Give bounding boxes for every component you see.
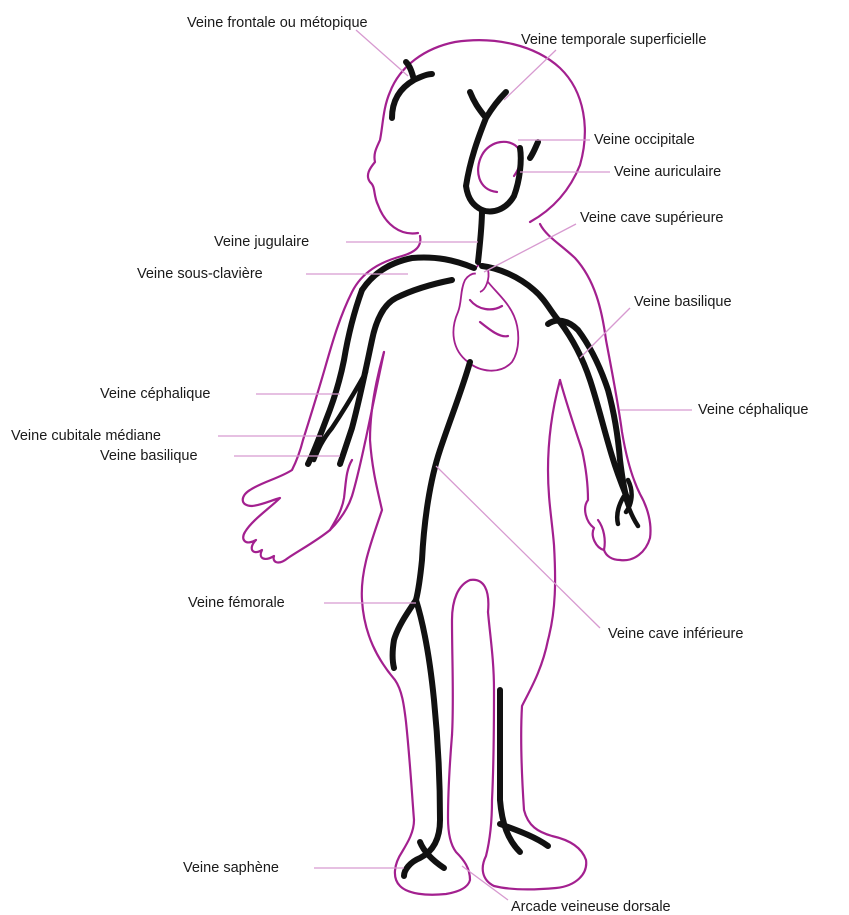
heart-shape (453, 273, 518, 370)
left-torso-leg-outline (362, 352, 470, 895)
label-temporale: Veine temporale superficielle (521, 32, 706, 48)
leader-frontale (356, 30, 408, 76)
label-basilique-left: Veine basilique (100, 448, 198, 464)
labels: Veine frontale ou métopique Veine tempor… (11, 15, 808, 915)
label-femorale: Veine fémorale (188, 595, 285, 611)
frontal-vein (392, 62, 432, 118)
heart (453, 264, 518, 371)
inferior-vena-cava (416, 362, 470, 600)
label-frontale: Veine frontale ou métopique (187, 15, 368, 31)
label-cephalique-left: Veine céphalique (100, 386, 210, 402)
label-cave-sup: Veine cave supérieure (580, 210, 724, 226)
label-occipitale: Veine occipitale (594, 132, 695, 148)
label-sous-claviere: Veine sous-clavière (137, 266, 263, 282)
ear-outline (478, 142, 520, 192)
label-cephalique-right: Veine céphalique (698, 402, 808, 418)
right-inner-arm-outline (598, 520, 605, 550)
left-arm-vein (308, 290, 362, 464)
occipital-vein (482, 142, 538, 211)
label-basilique-right: Veine basilique (634, 294, 732, 310)
leader-temporale (504, 50, 556, 100)
right-torso-leg-outline (483, 380, 586, 889)
label-auriculaire: Veine auriculaire (614, 164, 721, 180)
label-cave-inf: Veine cave inférieure (608, 626, 743, 642)
label-saphene: Veine saphène (183, 860, 279, 876)
crotch-outline (452, 580, 488, 735)
leader-cave-inf (436, 466, 600, 628)
label-arcade: Arcade veineuse dorsale (511, 899, 671, 915)
jugular-vein (478, 210, 482, 262)
veins (308, 62, 638, 876)
label-jugulaire: Veine jugulaire (214, 234, 309, 250)
body-outline (243, 40, 651, 895)
temporal-vein (466, 92, 506, 210)
left-saphenous-vein (404, 600, 440, 876)
left-inner-arm-outline (330, 460, 352, 530)
leader-basilique-right (580, 308, 630, 358)
left-femoral-vein (393, 600, 417, 668)
label-cubitale: Veine cubitale médiane (11, 428, 161, 444)
